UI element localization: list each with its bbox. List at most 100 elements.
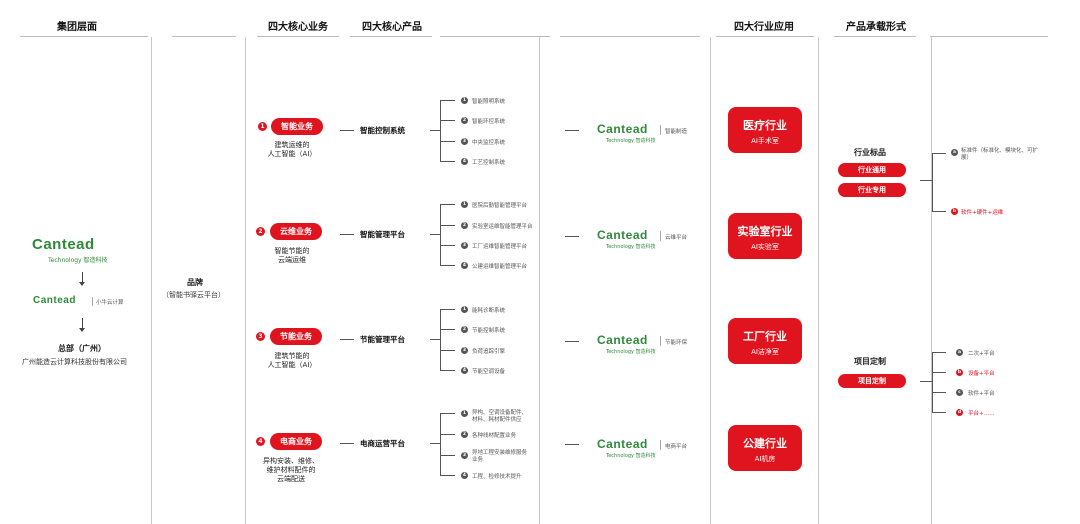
brand-logo-sub: Technology 智造科技 [606,349,656,355]
product-item: 实验室运维智能管理平台 [472,224,533,230]
header-rule-business [257,36,339,37]
product-item: 异地工程安装维修服务业务 [472,450,528,463]
bracket-line [440,370,455,371]
bracket-line [440,245,455,246]
item-num: 2 [461,431,468,438]
standard-item: 软件+硬件+运维 [961,210,1004,216]
item-num: 1 [461,201,468,208]
item-num: c [956,389,963,396]
bracket-line [932,352,946,353]
bracket-line [440,309,455,310]
industry-title: 工厂行业 [743,330,787,343]
arrow-right-icon [340,339,354,340]
group-logo-2-tag: 小牛云计算 [96,300,124,306]
bracket-line [440,100,441,162]
arrow-down-icon [82,272,83,284]
industry-title: 公建行业 [743,437,787,450]
business-pill[interactable]: 智能业务 [271,118,323,135]
industry-title: 实验室行业 [737,225,793,238]
product-item: 智能环控系统 [472,119,506,125]
bracket-line [932,392,946,393]
business-desc: 异构安装、维修、维护材料配件的云端配送 [263,457,319,483]
product-item: 智能照明系统 [472,99,506,105]
product-item: 公建运维智能管理平台 [472,264,528,270]
item-num: 4 [461,472,468,479]
header-rule-products [350,36,432,37]
header-group: 集团层面 [57,22,97,33]
business-desc: 建筑节能的人工智能（AI） [267,352,317,369]
standard-pill-special[interactable]: 行业专用 [838,183,906,197]
brand-label: 品牌 [187,278,203,287]
item-num: 1 [461,410,468,417]
project-pill[interactable]: 项目定制 [838,374,906,388]
business-num: 4 [256,437,265,446]
brand-name: 节能环保 [665,340,688,346]
item-num: 4 [461,367,468,374]
project-item: 软件+平台 [968,391,995,397]
product-item: 工程、检修技术提升 [472,474,522,480]
bracket-line [430,130,440,131]
brand-logo-sub: Technology 智造科技 [606,138,656,144]
industry-card-public[interactable]: 公建行业 AI机房 [728,425,802,471]
product-item: 医院后勤智能管理平台 [472,203,528,209]
brand-name: 电商平台 [665,444,688,450]
business-pill[interactable]: 云维业务 [270,223,322,240]
arrow-right-icon [565,130,579,131]
business-num: 2 [256,227,265,236]
divider [245,37,246,524]
divider [931,37,932,524]
standard-pill-general[interactable]: 行业通用 [838,163,906,177]
bracket-line [440,120,455,121]
arrow-right-icon [565,341,579,342]
bracket-line [932,153,946,154]
brand-logo-sub: Technology 智造科技 [606,244,656,250]
bracket-line [440,455,455,456]
bracket-line [932,153,933,211]
group-logo-sub: Technology 智造科技 [48,257,108,264]
arrow-right-icon [340,443,354,444]
brand-logo: Cantead [597,437,648,451]
bracket-line [920,381,932,382]
bracket-line [440,413,441,475]
header-products: 四大核心产品 [362,22,422,33]
industry-card-factory[interactable]: 工厂行业 AI洁净室 [728,318,802,364]
item-num: b [951,208,958,215]
bracket-line [932,211,946,212]
arrow-right-icon [340,130,354,131]
bracket-line [440,413,455,414]
business-pill[interactable]: 电商业务 [270,433,322,450]
product-label: 智能管理平台 [360,230,405,239]
arrow-right-icon [565,444,579,445]
product-label: 节能管理平台 [360,335,405,344]
product-item: 能耗诊断系统 [472,308,506,314]
item-num: d [956,409,963,416]
business-num: 1 [258,122,267,131]
item-num: 3 [461,452,468,459]
logo-separator [660,125,661,135]
hq-label: 总部（广州） [58,344,106,353]
logo-separator [660,336,661,346]
product-item: 负荷追踪引擎 [472,349,506,355]
bracket-line [440,204,441,266]
header-rule-brand [172,36,236,37]
brand-name: 智能制造 [665,129,688,135]
item-num: 4 [461,158,468,165]
business-pill[interactable]: 节能业务 [270,328,322,345]
header-rule-industry [716,36,814,37]
bracket-line [932,372,946,373]
industry-card-lab[interactable]: 实验室行业 AI实验室 [728,213,802,259]
divider [151,37,152,524]
product-item: 节能控制系统 [472,328,506,334]
product-item: 中央监控系统 [472,140,506,146]
item-num: 4 [461,262,468,269]
group-logo: Cantead [32,236,95,253]
industry-card-medical[interactable]: 医疗行业 AI手术室 [728,107,802,153]
product-item: 工艺控制系统 [472,160,506,166]
header-rule-form-items [930,36,1048,37]
industry-title: 医疗行业 [743,119,787,132]
arrow-down-icon [82,318,83,330]
header-form: 产品承载形式 [846,22,906,33]
standard-item: 标准件（标准化、模块化、可扩展） [961,148,1039,161]
header-business: 四大核心业务 [268,22,328,33]
item-num: 1 [461,97,468,104]
